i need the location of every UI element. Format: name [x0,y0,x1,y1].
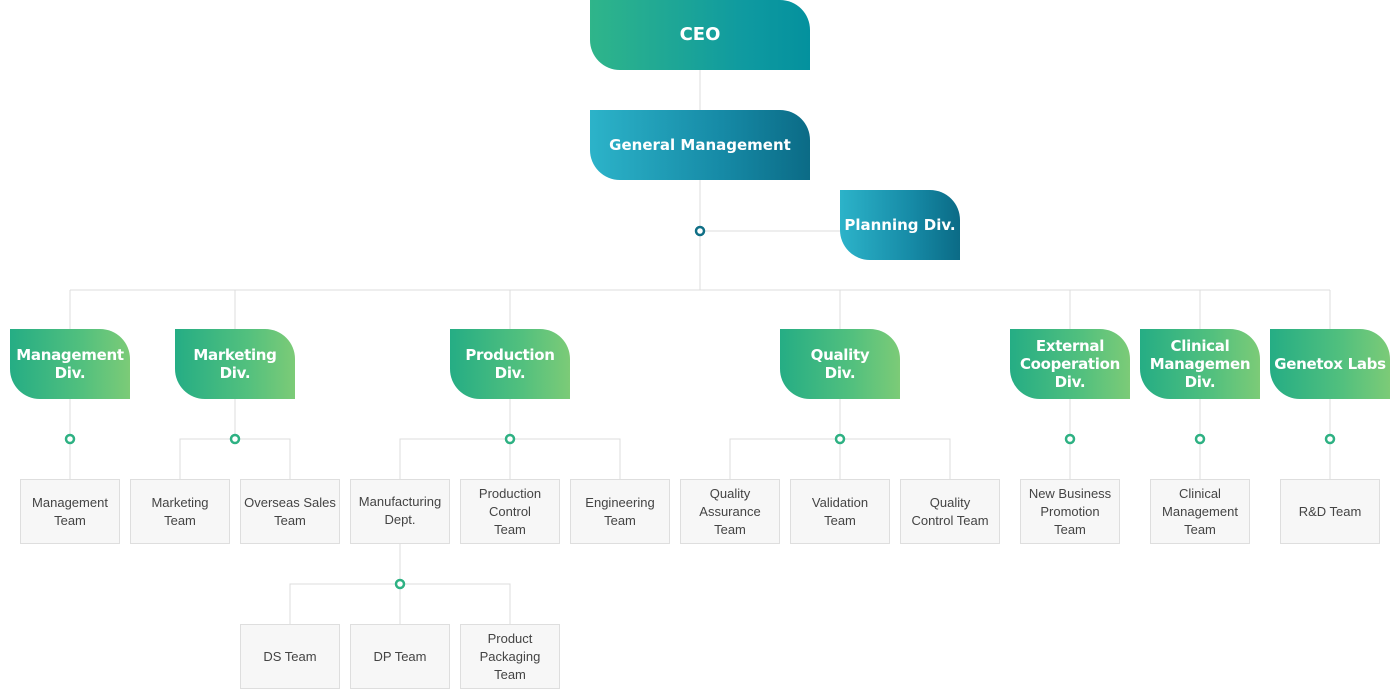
general-management-node: General Management [590,110,810,180]
team-marketing: Marketing Team [130,479,230,544]
team-product-packaging: Product Packaging Team [460,624,560,689]
division-external-cooperation: External Cooperation Div. [1010,329,1130,399]
team-dp: DP Team [350,624,450,689]
division-management: Management Div. [10,329,130,399]
junction-dot [394,578,406,590]
junction-dot-gm [694,225,706,237]
team-quality-control: Quality Control Team [900,479,1000,544]
junction-dot [229,433,241,445]
junction-dot [64,433,76,445]
team-new-business-promotion: New Business Promotion Team [1020,479,1120,544]
division-quality: Quality Div. [780,329,900,399]
junction-dot [504,433,516,445]
team-clinical-management: Clinical Management Team [1150,479,1250,544]
dept-manufacturing: Manufacturing Dept. [350,479,450,544]
team-quality-assurance: Quality Assurance Team [680,479,780,544]
ceo-node: CEO [590,0,810,70]
junction-dot [1194,433,1206,445]
division-production: Production Div. [450,329,570,399]
division-clinical-management: Clinical Managemen Div. [1140,329,1260,399]
team-rnd: R&D Team [1280,479,1380,544]
division-marketing: Marketing Div. [175,329,295,399]
team-validation: Validation Team [790,479,890,544]
junction-dot [834,433,846,445]
planning-division-node: Planning Div. [840,190,960,260]
team-overseas-sales: Overseas Sales Team [240,479,340,544]
team-management: Management Team [20,479,120,544]
team-engineering: Engineering Team [570,479,670,544]
junction-dot [1324,433,1336,445]
team-production-control: Production Control Team [460,479,560,544]
junction-dot [1064,433,1076,445]
team-ds: DS Team [240,624,340,689]
division-genetox-labs: Genetox Labs [1270,329,1390,399]
